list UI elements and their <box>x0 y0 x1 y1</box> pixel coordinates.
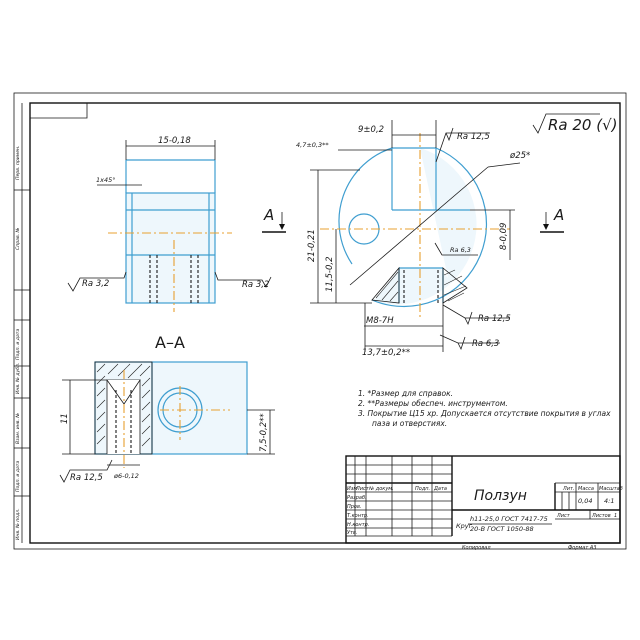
section-label: А–А <box>155 333 185 352</box>
strip-label-1: Перв. примен. <box>15 146 21 181</box>
tb-copied: Копировал <box>462 545 491 551</box>
front-dim-left-top: 4,7±0,3** <box>296 141 329 149</box>
front-ra-bottom: Ra 6,3 <box>472 339 499 349</box>
tb-material-line2: 20-В ГОСТ 1050-88 <box>470 525 534 533</box>
cut-right-letter: А <box>553 206 564 224</box>
tb-sheets-count: 1 <box>614 513 617 519</box>
side-view: 15-0,18 1x45° Ra 3,2 Ra 3,2 <box>67 136 272 312</box>
tb-col-izm: Изм <box>347 486 357 492</box>
side-width-dim: 15-0,18 <box>158 136 191 146</box>
tb-sheets-label: Листов <box>591 513 611 519</box>
front-thread-label: M8-7H <box>366 316 394 326</box>
front-ra-top: Ra 12,5 <box>457 132 490 142</box>
roughness-general-text: Ra 20 (√) <box>548 116 618 134</box>
strip-label-5: Взам. инв. № <box>15 413 21 444</box>
tb-material-prefix: Круг <box>456 522 473 530</box>
side-ra-right: Ra 3,2 <box>242 280 269 290</box>
tb-format: Формат А3 <box>568 545 596 551</box>
cut-marker-right: А <box>540 206 564 233</box>
cut-left-letter: А <box>263 206 274 224</box>
front-dim-right: 8-0,09 <box>499 223 509 250</box>
note-4: паза и отверстиях. <box>372 419 447 428</box>
front-view: ø25* 9±0,2 4,7±0,3** 21-0,21 11,5-0,2 8-… <box>296 120 530 358</box>
title-block: Изм Лист № докум. Подп. Дата Разраб. Про… <box>345 455 623 551</box>
inner-frame <box>29 102 621 544</box>
front-ra-hole: Ra 6,3 <box>450 246 471 254</box>
tb-role-developer: Разраб. <box>347 495 367 501</box>
strip-label-4: Инв. № дубл. <box>15 363 21 394</box>
tb-material-line1: h11-25,0 ГОСТ 7417-75 <box>470 515 548 523</box>
section-ra: Ra 12,5 <box>70 473 103 483</box>
tb-part-name: Ползун <box>474 488 527 504</box>
note-2: 2. **Размеры обеспеч. инструментом. <box>358 399 508 408</box>
tb-role-approved: Утв. <box>347 530 358 536</box>
outer-frame <box>13 92 627 550</box>
side-ra-left: Ra 3,2 <box>82 279 109 289</box>
top-left-stamp <box>29 103 88 119</box>
tb-col-mass: Масса <box>578 486 594 492</box>
front-dim-bottom-width: 13,7±0,2** <box>362 348 410 358</box>
cut-marker-left: А <box>262 206 286 233</box>
technical-notes: 1. *Размер для справок. 2. **Размеры обе… <box>358 389 611 428</box>
front-dim-inner-height: 11,5-0,2 <box>325 256 335 292</box>
strip-label-6: Подп. и дата <box>15 461 21 492</box>
tb-col-lit: Лит. <box>562 486 575 492</box>
strip-label-2: Справ. № <box>15 227 21 250</box>
section-hole-dia: ø6-0,12 <box>113 472 139 480</box>
tb-role-tcontrol: Т.контр. <box>347 513 369 519</box>
front-dim-top: 9±0,2 <box>358 125 384 135</box>
note-1: 1. *Размер для справок. <box>358 389 453 398</box>
strip-label-3: Подп. и дата <box>15 329 21 360</box>
tb-col-date: Дата <box>433 486 447 492</box>
front-dim-height: 21-0,21 <box>307 229 317 262</box>
general-roughness: Ra 20 (√) <box>532 113 618 134</box>
front-diameter: ø25* <box>509 151 530 161</box>
front-ra-slot: Ra 12,5 <box>478 314 511 324</box>
section-right-dim: 7,5-0,2** <box>259 413 269 452</box>
tb-sheet-label: Лист <box>556 513 571 519</box>
note-3: 3. Покрытие Ц15 хр. Допускается отсутств… <box>358 409 611 418</box>
tb-col-scale: Масштаб <box>599 486 623 492</box>
strip-label-7: Инв. № подл. <box>15 508 21 540</box>
section-height-dim: 11 <box>60 413 70 424</box>
tb-mass-value: 0,04 <box>578 497 592 505</box>
tb-col-doc: № докум. <box>368 486 394 492</box>
chamfer-label: 1x45° <box>96 176 116 184</box>
section-view: А–А <box>59 333 275 483</box>
tb-col-list: Лист <box>355 486 370 492</box>
left-strip: Перв. примен. Справ. № Подп. и дата Инв.… <box>14 103 30 543</box>
tb-col-sign: Подп. <box>415 486 430 492</box>
tb-role-checker: Пров. <box>347 504 362 510</box>
tb-role-ncontrol: Н.контр. <box>347 522 369 528</box>
tb-scale-value: 4:1 <box>604 497 614 505</box>
